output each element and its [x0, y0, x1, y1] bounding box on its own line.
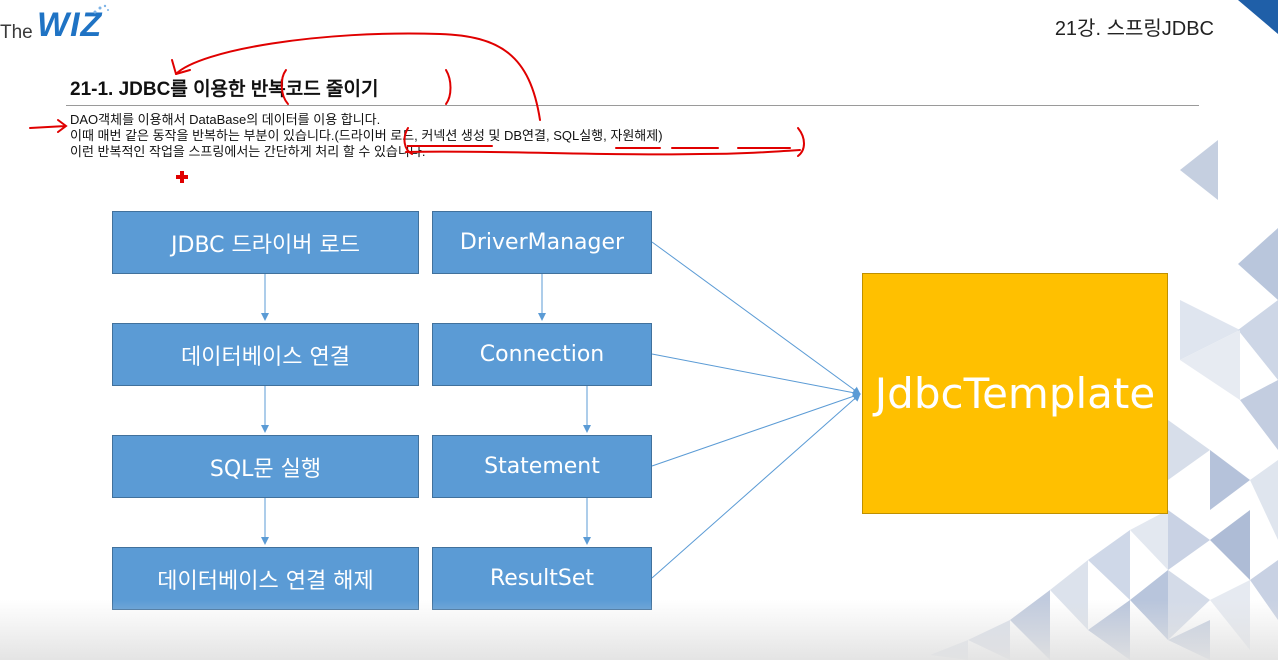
description-line: DAO객체를 이용해서 DataBase의 데이터를 이용 합니다. — [70, 112, 381, 127]
sql-execute-box: SQL문 실행 — [112, 435, 419, 498]
jdbc-template-box: JdbcTemplate — [862, 273, 1168, 514]
section-title: 21-1. JDBC를 이용한 반복코드 줄이기 — [70, 79, 379, 100]
lecture-title: 21강. 스프링JDBC — [1054, 18, 1214, 40]
description-text: DAO객체를 이용해서 DataBase의 데이터를 이용 합니다. 이때 매번… — [70, 112, 663, 160]
logo-stars-icon — [93, 4, 109, 14]
driver-manager-box: DriverManager — [432, 211, 652, 274]
database-connect-box: 데이터베이스 연결 — [112, 323, 419, 386]
logo-wiz-text: WIZ — [37, 6, 103, 44]
jdbc-driver-load-box: JDBC 드라이버 로드 — [112, 211, 419, 274]
resultset-box: ResultSet — [432, 547, 652, 610]
statement-box: Statement — [432, 435, 652, 498]
connection-box: Connection — [432, 323, 652, 386]
title-divider — [66, 105, 1199, 106]
description-line: 이런 반복적인 작업을 스프링에서는 간단하게 처리 할 수 있습니다. — [70, 144, 426, 159]
logo-the-text: The — [0, 22, 33, 43]
bottom-shade — [0, 600, 1278, 660]
database-disconnect-box: 데이터베이스 연결 해제 — [112, 547, 419, 610]
description-line: 이때 매번 같은 동작을 반복하는 부분이 있습니다.(드라이버 로드, 커넥션… — [70, 128, 663, 143]
